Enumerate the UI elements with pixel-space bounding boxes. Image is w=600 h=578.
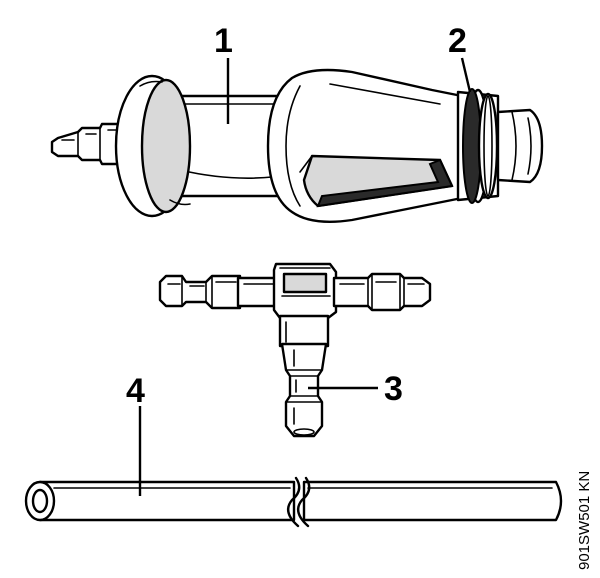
adapter-part <box>50 68 544 223</box>
leader-lines <box>138 57 472 496</box>
leader-2 <box>460 57 472 93</box>
callout-3: 3 <box>384 370 403 408</box>
hose-part <box>24 476 563 528</box>
callout-2: 2 <box>448 22 467 60</box>
callout-1: 1 <box>214 22 233 60</box>
figure-code: 901SW501 KN <box>576 471 593 570</box>
t-connector-part <box>158 262 432 438</box>
callout-4: 4 <box>126 372 145 410</box>
